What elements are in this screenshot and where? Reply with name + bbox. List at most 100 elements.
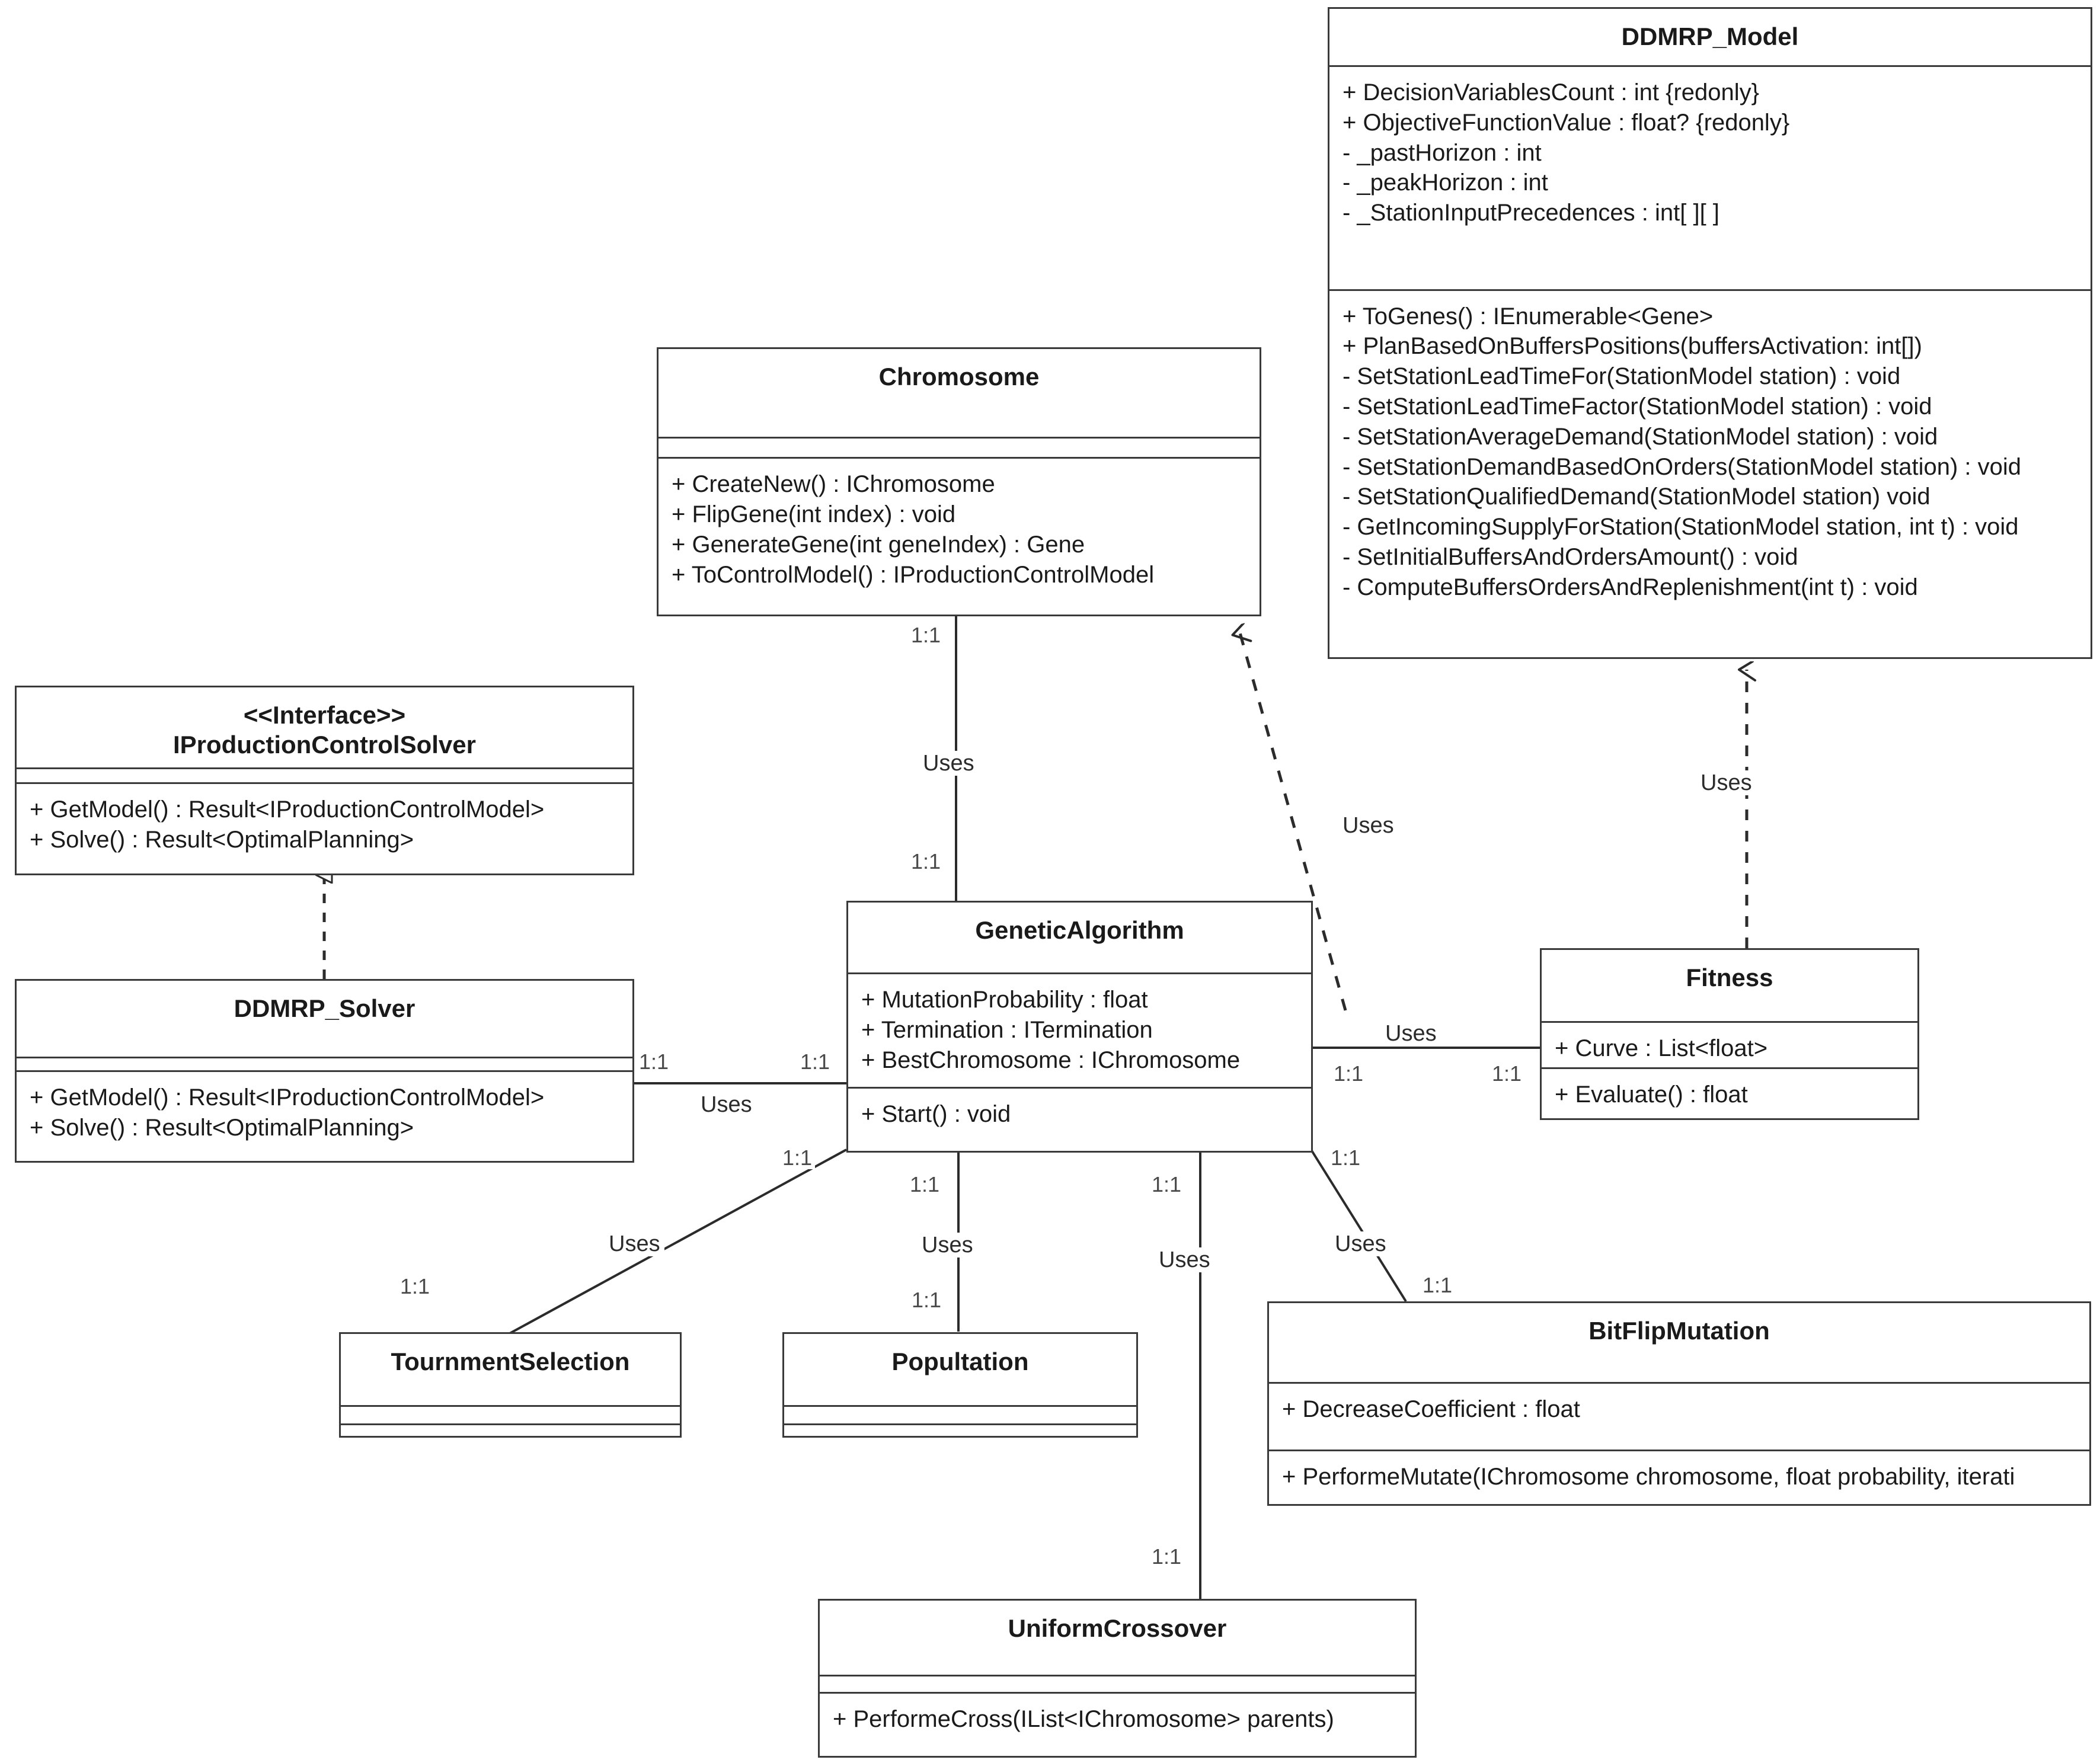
attribute-row: + MutationProbability : float: [861, 987, 1148, 1013]
edge-label-genetic-algorithm-tournment-selection: Uses: [605, 1231, 664, 1256]
class-popultation-attributes: [784, 1407, 1136, 1423]
class-genetic-algorithm[interactable]: GeneticAlgorithm + MutationProbability :…: [846, 901, 1313, 1153]
class-tournment-selection[interactable]: TournmentSelection: [339, 1332, 682, 1438]
edge-label-genetic-algorithm-uniform-crossover: Uses: [1155, 1247, 1214, 1272]
divider: [1329, 65, 2091, 67]
class-chromosome[interactable]: Chromosome + CreateNew() : IChromosome +…: [657, 347, 1261, 616]
class-ddmrp-model-title: DDMRP_Model: [1621, 23, 1799, 50]
class-chromosome-header: Chromosome: [659, 349, 1260, 437]
class-ddmrp-model-header: DDMRP_Model: [1329, 9, 2091, 65]
class-ddmrp-solver[interactable]: DDMRP_Solver + GetModel() : Result<IProd…: [15, 979, 634, 1163]
method-row: - SetStationAverageDemand(StationModel s…: [1343, 423, 1938, 450]
class-ddmrp-model-attributes: + DecisionVariablesCount : int {redonly}…: [1329, 67, 2091, 289]
divider: [17, 782, 632, 784]
class-ddmrp-solver-attributes: [17, 1058, 632, 1070]
class-tournment-selection-methods: [341, 1425, 680, 1436]
attribute-row: - _peakHorizon : int: [1343, 169, 1548, 196]
method-row: + PerformeCross(IList<IChromosome> paren…: [833, 1706, 1334, 1733]
class-bitflip-mutation-title: BitFlipMutation: [1588, 1317, 1770, 1345]
edge-label-genetic-algorithm-ddmrp-model: Uses: [1338, 813, 1398, 838]
class-genetic-algorithm-attributes: + MutationProbability : float + Terminat…: [848, 974, 1311, 1087]
multiplicity-ddmrp-solver-end: 1:1: [636, 1051, 672, 1073]
divider: [341, 1423, 680, 1425]
multiplicity-tournment-selection-end: 1:1: [397, 1275, 433, 1298]
attribute-row: + BestChromosome : IChromosome: [861, 1047, 1241, 1073]
divider: [659, 437, 1260, 439]
divider: [17, 767, 632, 769]
attribute-row: - _StationInputPrecedences : int[ ][ ]: [1343, 200, 1719, 226]
multiplicity-genetic-algorithm-top-end: 1:1: [908, 850, 944, 873]
divider: [1269, 1449, 2089, 1451]
multiplicity-genetic-algorithm-right-end: 1:1: [1331, 1063, 1367, 1085]
method-row: + FlipGene(int index) : void: [672, 501, 956, 528]
class-fitness-attributes: + Curve : List<float>: [1542, 1023, 1917, 1067]
class-iproductioncontrolsolver-attributes: [17, 769, 632, 782]
edge-label-genetic-algorithm-popultation: Uses: [918, 1233, 977, 1258]
class-genetic-algorithm-header: GeneticAlgorithm: [848, 903, 1311, 972]
class-genetic-algorithm-methods: + Start() : void: [848, 1089, 1311, 1151]
method-row: + ToControlModel() : IProductionControlM…: [672, 561, 1155, 588]
divider: [1542, 1021, 1917, 1023]
method-row: - SetStationLeadTimeFor(StationModel sta…: [1343, 363, 1901, 390]
multiplicity-uniform-crossover-end: 1:1: [1149, 1546, 1185, 1568]
class-popultation-header: Popultation: [784, 1334, 1136, 1405]
class-fitness-header: Fitness: [1542, 950, 1917, 1021]
divider: [784, 1423, 1136, 1425]
multiplicity-genetic-algorithm-popultation-end: 1:1: [907, 1173, 943, 1196]
divider: [820, 1692, 1415, 1694]
class-fitness-title: Fitness: [1686, 964, 1773, 991]
class-uniform-crossover-attributes: [820, 1676, 1415, 1692]
class-uniform-crossover-methods: + PerformeCross(IList<IChromosome> paren…: [820, 1694, 1415, 1756]
method-row: - SetStationQualifiedDemand(StationModel…: [1343, 484, 1930, 510]
class-tournment-selection-header: TournmentSelection: [341, 1334, 680, 1405]
class-uniform-crossover-title: UniformCrossover: [1008, 1614, 1227, 1642]
class-popultation-methods: [784, 1425, 1136, 1436]
edge-label-ddmrp-solver-genetic-algorithm: Uses: [696, 1092, 756, 1117]
multiplicity-fitness-end: 1:1: [1489, 1063, 1525, 1085]
attribute-row: + DecisionVariablesCount : int {redonly}: [1343, 79, 1760, 105]
class-fitness[interactable]: Fitness + Curve : List<float> + Evaluate…: [1540, 948, 1919, 1120]
multiplicity-popultation-end: 1:1: [909, 1289, 945, 1311]
method-row: + GetModel() : Result<IProductionControl…: [30, 796, 545, 823]
edge-label-genetic-algorithm-bitflip-mutation: Uses: [1331, 1231, 1391, 1256]
divider: [848, 1087, 1311, 1089]
class-chromosome-attributes: [659, 439, 1260, 457]
method-row: + PerformeMutate(IChromosome chromosome,…: [1282, 1463, 2015, 1490]
class-iproductioncontrolsolver[interactable]: <<Interface>> IProductionControlSolver +…: [15, 686, 634, 875]
class-ddmrp-solver-title: DDMRP_Solver: [234, 994, 415, 1022]
attribute-row: + Curve : List<float>: [1555, 1035, 1768, 1062]
class-uniform-crossover[interactable]: UniformCrossover + PerformeCross(IList<I…: [818, 1599, 1417, 1758]
divider: [848, 972, 1311, 974]
method-row: + GetModel() : Result<IProductionControl…: [30, 1084, 545, 1111]
divider: [784, 1405, 1136, 1407]
class-iproductioncontrolsolver-title: IProductionControlSolver: [172, 730, 476, 759]
class-uniform-crossover-header: UniformCrossover: [820, 1601, 1415, 1675]
edge-label-genetic-algorithm-fitness: Uses: [1381, 1021, 1441, 1046]
class-fitness-methods: + Evaluate() : float: [1542, 1069, 1917, 1118]
class-popultation[interactable]: Popultation: [782, 1332, 1138, 1438]
method-row: + Evaluate() : float: [1555, 1082, 1748, 1108]
method-row: + ToGenes() : IEnumerable<Gene>: [1343, 303, 1714, 329]
class-bitflip-mutation-header: BitFlipMutation: [1269, 1303, 2089, 1382]
multiplicity-genetic-algorithm-mutation-end: 1:1: [1328, 1147, 1364, 1169]
method-row: - SetStationLeadTimeFactor(StationModel …: [1343, 393, 1932, 420]
class-ddmrp-solver-header: DDMRP_Solver: [17, 981, 632, 1057]
class-tournment-selection-attributes: [341, 1407, 680, 1423]
class-popultation-title: Popultation: [891, 1348, 1029, 1375]
method-row: + Start() : void: [861, 1101, 1011, 1128]
class-bitflip-mutation[interactable]: BitFlipMutation + DecreaseCoefficient : …: [1267, 1301, 2091, 1506]
attribute-row: + Termination : ITermination: [861, 1016, 1153, 1043]
method-row: - SetInitialBuffersAndOrdersAmount() : v…: [1343, 543, 1798, 570]
multiplicity-chromosome-end: 1:1: [908, 624, 944, 647]
class-chromosome-title: Chromosome: [878, 363, 1040, 391]
attribute-row: + ObjectiveFunctionValue : float? {redon…: [1343, 109, 1790, 136]
edge-genetic-algorithm-tournment-selection: [509, 1148, 847, 1335]
method-row: + Solve() : Result<OptimalPlanning>: [30, 826, 414, 853]
class-chromosome-methods: + CreateNew() : IChromosome + FlipGene(i…: [659, 459, 1260, 615]
method-row: + Solve() : Result<OptimalPlanning>: [30, 1115, 414, 1141]
class-ddmrp-model[interactable]: DDMRP_Model + DecisionVariablesCount : i…: [1328, 7, 2092, 659]
method-row: + CreateNew() : IChromosome: [672, 471, 995, 498]
edge-label-fitness-ddmrp-model: Uses: [1696, 770, 1756, 795]
divider: [1269, 1382, 2089, 1384]
